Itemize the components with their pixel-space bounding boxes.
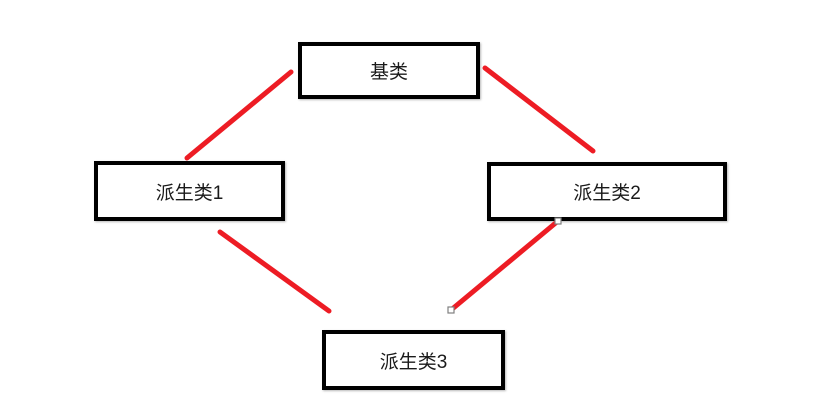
node-derived-class-2[interactable]: 派生类2 xyxy=(487,162,727,221)
node-derived-class-3[interactable]: 派生类3 xyxy=(322,330,505,390)
node-derived-class-2-label: 派生类2 xyxy=(573,183,641,204)
selection-handle-end[interactable] xyxy=(447,306,455,314)
node-derived-class-3-label: 派生类3 xyxy=(379,351,448,373)
node-base-class-label: 基类 xyxy=(369,62,408,83)
edge-base-to-derived2[interactable] xyxy=(482,65,596,154)
node-derived-class-1-label: 派生类1 xyxy=(155,182,224,204)
edge-base-to-derived1[interactable] xyxy=(184,69,294,161)
node-derived-class-1[interactable]: 派生类1 xyxy=(94,161,285,221)
edge-derived1-to-derived3[interactable] xyxy=(217,229,332,314)
edge-derived2-to-derived3[interactable] xyxy=(448,218,561,313)
node-base-class[interactable]: 基类 xyxy=(298,42,480,99)
